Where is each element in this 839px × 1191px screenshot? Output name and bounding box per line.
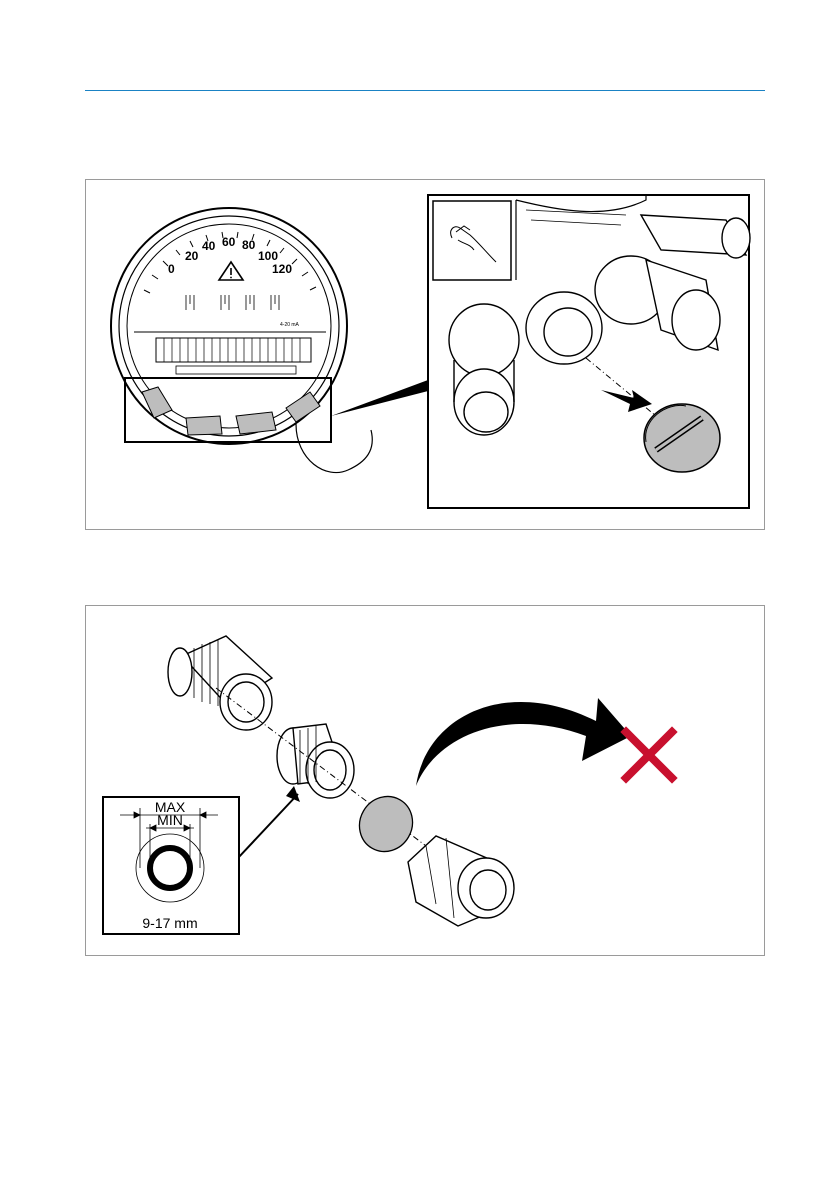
detail-cable-gland-center xyxy=(526,292,602,364)
current-output-label: 4-20 mA xyxy=(280,322,300,328)
warning-triangle-icon xyxy=(219,262,243,280)
cross-mark-icon xyxy=(626,732,672,778)
figure-2-illustration: MAX MIN 9-17 mm xyxy=(86,606,766,957)
sealing-disc xyxy=(349,787,422,861)
callout-pointer xyxy=(331,380,432,416)
cap-nut xyxy=(408,836,514,926)
scale-label-120: 120 xyxy=(272,262,292,276)
scale-label-0: 0 xyxy=(168,262,175,276)
min-label: MIN xyxy=(157,812,183,828)
terminal-panel xyxy=(134,295,326,374)
seal-insert xyxy=(277,724,354,798)
sealing-plug xyxy=(644,404,720,472)
hand-icon-frame xyxy=(433,201,511,280)
inset-pointer-line xyxy=(238,794,298,858)
scale-label-40: 40 xyxy=(202,239,216,253)
header-rule xyxy=(85,90,765,91)
figure-1-illustration: 0 20 40 60 80 100 120 4-20 mA xyxy=(86,180,766,531)
diameter-range-label: 9-17 mm xyxy=(142,915,197,931)
threaded-adapter xyxy=(168,636,272,730)
figure-cable-gland-assembly: MAX MIN 9-17 mm xyxy=(85,605,765,956)
figure-gauge-cable-entry: 0 20 40 60 80 100 120 4-20 mA xyxy=(85,179,765,530)
curved-arrow-icon xyxy=(416,698,631,786)
scale-label-80: 80 xyxy=(242,238,256,252)
scale-label-100: 100 xyxy=(258,249,278,263)
scale-label-60: 60 xyxy=(222,235,236,249)
scale-label-20: 20 xyxy=(185,249,199,263)
cable xyxy=(296,424,372,473)
